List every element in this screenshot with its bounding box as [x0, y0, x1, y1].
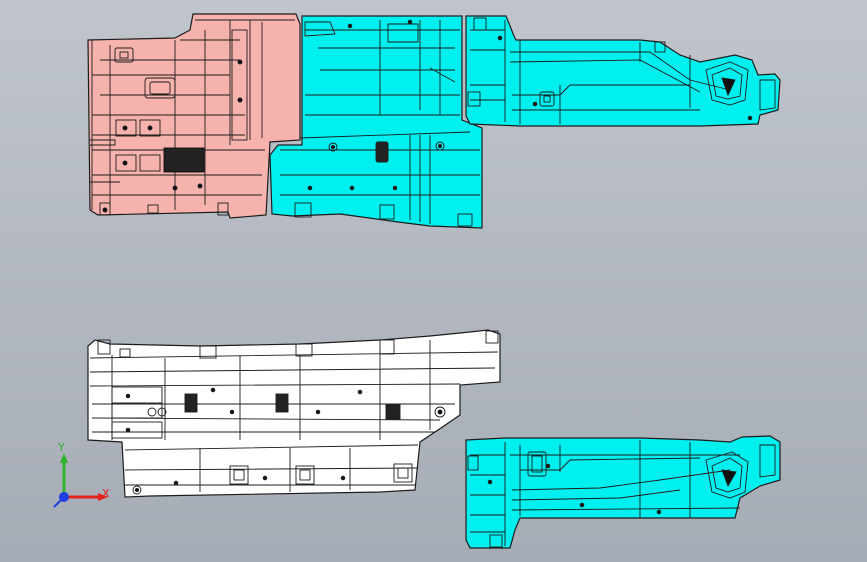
top-left-part[interactable]	[87, 13, 301, 219]
y-axis-arrowhead	[60, 453, 68, 463]
coordinate-triad	[53, 453, 108, 508]
x-axis-arrowhead	[98, 493, 108, 501]
z-axis-arrow	[53, 496, 65, 508]
top-middle-part[interactable]	[269, 15, 483, 229]
bottom-right-part[interactable]	[465, 435, 781, 549]
top-right-part[interactable]	[465, 15, 781, 127]
x-axis-label: X	[102, 487, 110, 500]
y-axis-label: Y	[58, 441, 65, 454]
bottom-left-part[interactable]	[87, 329, 501, 498]
